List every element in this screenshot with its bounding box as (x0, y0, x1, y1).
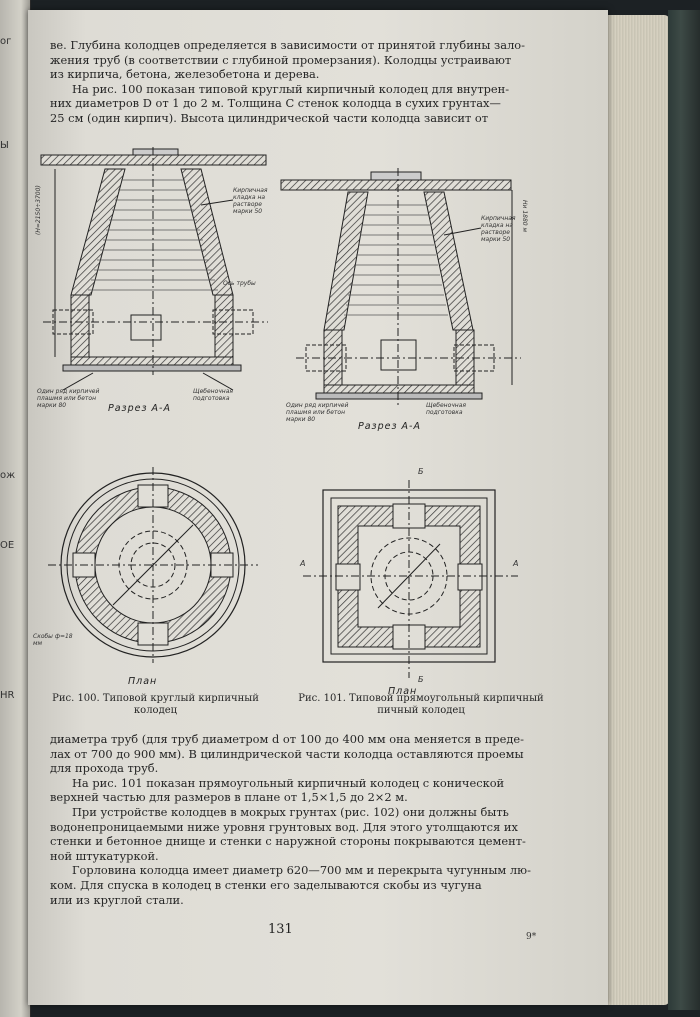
fig101-section-drawing: Кирпичная кладка на растворе марки 50 Ни… (276, 160, 546, 425)
fig100-plan-label: План (128, 676, 158, 687)
fig100-section-label: Разрез А-А (108, 403, 171, 414)
text-line: жения труб (в соответствии с глубиной пр… (50, 52, 512, 67)
fig100-caption: Рис. 100. Типовой круглый кирпичный коло… (33, 693, 278, 717)
left-page-fragment: HR (0, 690, 15, 701)
fig100-section-drawing: Кирпичная кладка на растворе марки 50 Ос… (33, 145, 283, 415)
fig101-base-note: Один ряд кирпичей плашмя или бетон марки… (286, 402, 349, 423)
intro-text: ве. Глубина колодцев определяется в зави… (50, 38, 565, 126)
fig100-plan-drawing: Скобы ф=18 мм (33, 465, 263, 665)
text-line: Горловина колодца имеет диаметр 620—700 … (72, 863, 531, 878)
fig100-gravel-note: Щебеночная подготовка (193, 388, 233, 402)
fig101-mark-a-left: А (300, 559, 306, 568)
left-page-fragment: ож (0, 470, 16, 481)
text-line: ной штукатуркой. (50, 848, 159, 863)
text-line: них диаметров D от 1 до 2 м. Толщина C с… (50, 96, 501, 111)
page-stack-edges (605, 15, 670, 1005)
text-line: лах от 700 до 900 мм). В цилиндрической … (50, 746, 524, 761)
fig100-caption-line: колодец (133, 705, 178, 716)
left-page-edge: ог Ы ож OE HR (0, 0, 31, 1017)
text-line: для прохода труб. (50, 761, 159, 776)
fig100-caption-line: Рис. 100. Типовой круглый кирпичный (52, 693, 259, 704)
text-line: 25 см (один кирпич). Высота цилиндрическ… (50, 110, 489, 125)
left-page-fragment: ог (0, 36, 12, 47)
text-line: На рис. 101 показан прямоугольный кирпич… (72, 775, 505, 790)
text-line: или из круглой стали. (50, 892, 184, 907)
left-page-fragment: Ы (0, 140, 9, 151)
text-line: из кирпича, бетона, железобетона и дерев… (50, 67, 320, 82)
text-line: На рис. 100 показан типовой круглый кирп… (72, 81, 510, 96)
fig101-mark-b-bottom: Б (418, 675, 424, 684)
fig101-mark-b-top: Б (418, 467, 424, 476)
fig100-dim-vertical: (Н=2150÷3700) (35, 185, 42, 235)
text-line: водонепроницаемыми ниже уровня грунтовых… (50, 819, 518, 834)
text-line: стенки и бетонное днище и стенки с наруж… (50, 834, 526, 849)
text-line: При устройстве колодцев в мокрых грунтах… (72, 804, 509, 819)
book-page: ве. Глубина колодцев определяется в зави… (28, 10, 608, 1005)
fig101-section-label: Разрез А-А (358, 421, 421, 432)
fig101-gravel-note: Щебеночная подготовка (426, 402, 466, 416)
text-line: верхней частью для размеров в плане от 1… (50, 790, 408, 805)
fig100-pipe-note: Ось трубы (223, 280, 256, 287)
text-line: диаметра труб (для труб диаметром d от 1… (50, 732, 524, 746)
fig101-plan-label: План (388, 686, 418, 697)
text-line: ком. Для спуска в колодец в стенки его з… (50, 877, 482, 892)
fig100-hatch-note: Кирпичная кладка на растворе марки 50 (233, 187, 268, 215)
fig101-hatch-note: Кирпичная кладка на растворе марки 50 (481, 215, 516, 243)
fig101-caption-line: пичный колодец (377, 705, 465, 716)
fig100-base-note: Один ряд кирпичей плашмя или бетон марки… (37, 388, 100, 409)
signature-mark: 9* (526, 932, 537, 942)
page-number: 131 (268, 922, 293, 937)
fig101-caption: Рис. 101. Типовой прямоугольный кирпичны… (286, 693, 556, 717)
book-cover (668, 10, 700, 1010)
left-page-fragment: OE (0, 540, 15, 551)
fig101-caption-line: Рис. 101. Типовой прямоугольный кирпичны… (298, 693, 544, 704)
fig101-dim-vertical: Ни 1880 м (521, 200, 528, 233)
body-text: диаметра труб (для труб диаметром d от 1… (50, 732, 565, 907)
text-line: ве. Глубина колодцев определяется в зави… (50, 38, 526, 52)
fig101-mark-a-right: А (513, 559, 519, 568)
fig101-plan-drawing: Б Б А А (298, 468, 523, 684)
fig100-brackets-note: Скобы ф=18 мм (33, 633, 73, 647)
